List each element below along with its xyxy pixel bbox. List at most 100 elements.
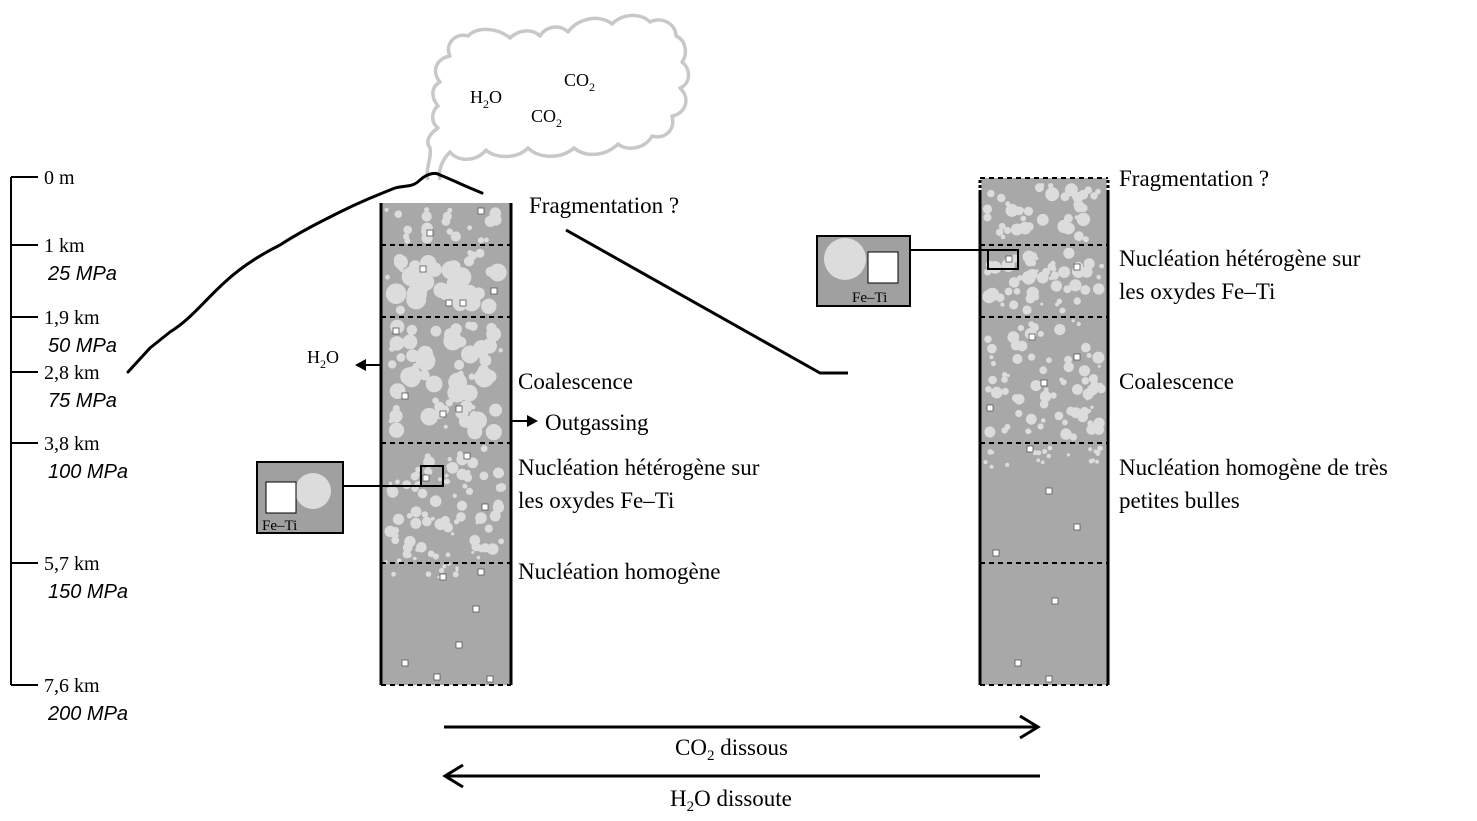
- pressure-label: 75 MPa: [48, 390, 117, 412]
- pressure-label: 100 MPa: [48, 461, 128, 483]
- bubble: [1036, 213, 1049, 226]
- bubble: [424, 467, 432, 475]
- bubble: [465, 321, 473, 330]
- bubble: [1054, 324, 1066, 336]
- bubble: [1008, 277, 1020, 288]
- magma-column-left: [379, 203, 513, 686]
- fe-ti-crystal: [455, 641, 463, 649]
- bubble: [1034, 256, 1039, 261]
- bubble: [388, 481, 393, 486]
- fe-ti-crystal: [986, 404, 994, 412]
- bubble: [455, 388, 467, 400]
- bubble: [1062, 419, 1068, 426]
- bubble: [476, 555, 481, 560]
- bubble: [983, 213, 992, 222]
- bubble: [1095, 286, 1100, 291]
- bubble: [1083, 258, 1095, 270]
- bubble: [1066, 406, 1076, 416]
- pressure-label: 50 MPa: [48, 335, 117, 357]
- bubble: [489, 510, 501, 522]
- bubble: [1030, 380, 1042, 392]
- bubble: [1078, 365, 1091, 377]
- bubble: [385, 283, 407, 305]
- bubble: [394, 210, 403, 218]
- depth-label: 7,6 km: [44, 675, 100, 697]
- bubble: [1045, 187, 1060, 202]
- depth-label: 2,8 km: [44, 362, 100, 384]
- bubble: [404, 535, 416, 548]
- bubble: [1046, 357, 1052, 364]
- bubble: [403, 225, 413, 235]
- bubble: [402, 480, 411, 489]
- bubble: [470, 404, 476, 410]
- bubble: [1035, 269, 1039, 273]
- outgassing-arrow: [511, 415, 538, 427]
- bubble: [498, 538, 505, 545]
- bubble: [443, 522, 453, 533]
- bubble: [1058, 266, 1071, 278]
- bubble: [987, 189, 995, 198]
- bubble: [400, 367, 419, 386]
- bubble: [1093, 449, 1098, 454]
- bubble: [990, 360, 997, 367]
- bubble: [391, 532, 399, 539]
- inset-label-left: Fe–Ti: [262, 518, 297, 534]
- coalescence-label-left: Coalescence: [518, 369, 633, 394]
- bubble: [471, 551, 475, 554]
- bubble: [401, 266, 422, 287]
- bubble: [1081, 348, 1086, 352]
- bubble: [467, 457, 479, 469]
- bubble: [389, 489, 396, 496]
- h2o-dissolved-label: H2O dissoute: [670, 786, 792, 815]
- bubble: [1025, 294, 1036, 304]
- bubble: [1047, 262, 1056, 271]
- bubble: [415, 351, 436, 371]
- bubble: [1007, 206, 1017, 217]
- bubble: [457, 451, 464, 458]
- fe-ti-crystal: [426, 229, 434, 237]
- bubble: [393, 253, 406, 266]
- fe-ti-crystal: [1045, 487, 1053, 495]
- bubble: [1040, 183, 1045, 188]
- bubble: [421, 511, 429, 518]
- bubble: [1088, 447, 1093, 452]
- bubble: [1025, 222, 1034, 231]
- fe-ti-crystal: [419, 265, 427, 273]
- bubble: [1028, 430, 1032, 434]
- bubble: [429, 495, 442, 508]
- bubble: [1054, 411, 1064, 421]
- bubble: [1097, 364, 1101, 368]
- bubble: [1042, 449, 1048, 454]
- bubble: [1064, 183, 1078, 197]
- depth-dashes-right: [980, 177, 1108, 686]
- bubble: [395, 305, 405, 315]
- bubble: [1063, 213, 1073, 223]
- bubble: [410, 506, 422, 518]
- bubble: [1037, 330, 1044, 337]
- bubble: [1074, 231, 1084, 242]
- bubble: [1028, 353, 1036, 361]
- fe-ti-crystal: [401, 659, 409, 667]
- bubble: [1057, 219, 1071, 234]
- bubble: [469, 411, 479, 421]
- bubble: [443, 331, 463, 351]
- bubble: [1049, 276, 1054, 281]
- bubble: [464, 294, 478, 307]
- bubble: [392, 513, 405, 525]
- fe-ti-crystal: [1040, 379, 1048, 387]
- bubble: [1004, 424, 1011, 430]
- bubble: [456, 500, 468, 511]
- hetero-nucleation-label-right-2: les oxydes Fe–Ti: [1119, 279, 1275, 304]
- bubble: [1095, 188, 1101, 195]
- bubble: [1066, 453, 1070, 457]
- bubble: [990, 386, 1003, 399]
- fe-ti-crystal: [1045, 675, 1053, 683]
- bubble: [485, 424, 502, 441]
- bubble: [396, 262, 403, 270]
- bubble: [1079, 204, 1088, 213]
- bubble: [468, 251, 478, 260]
- bubble: [1076, 212, 1091, 227]
- bubble: [1060, 379, 1067, 386]
- bubble: [484, 215, 497, 227]
